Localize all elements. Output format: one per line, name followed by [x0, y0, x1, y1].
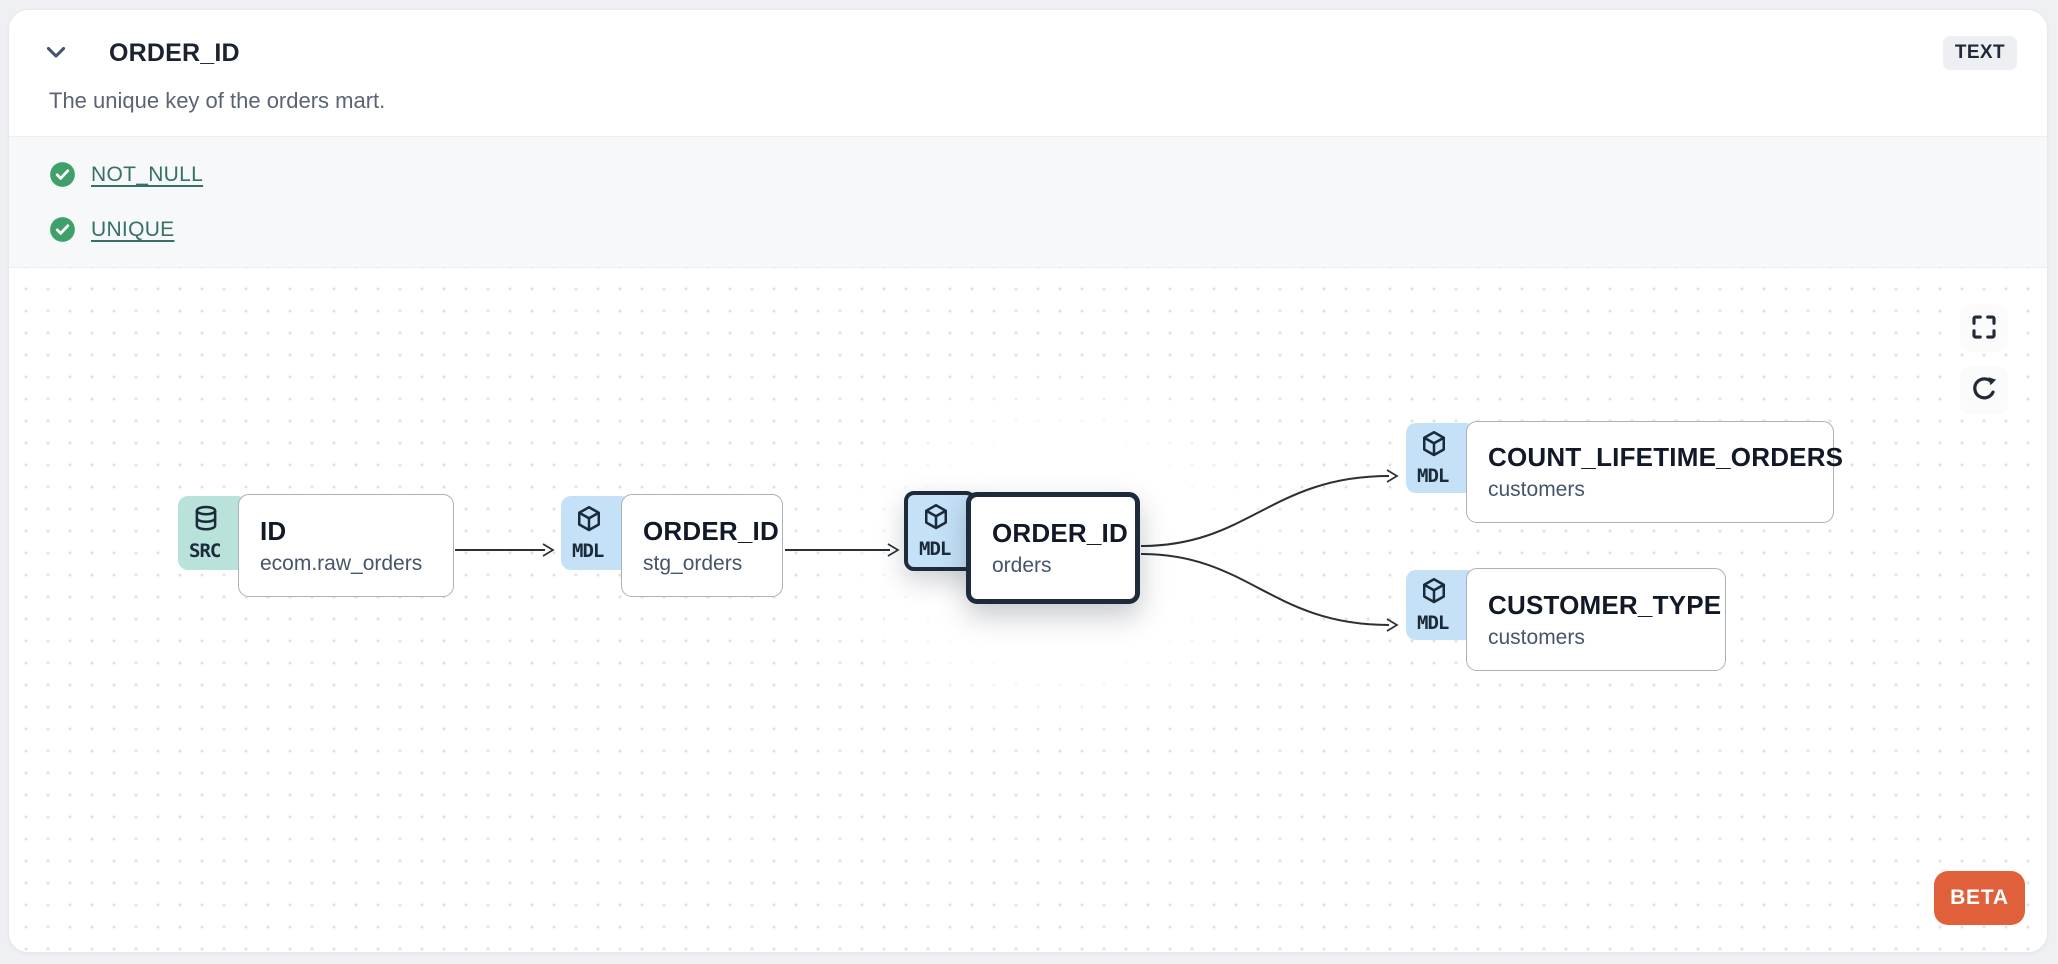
card-header: ORDER_ID TEXT: [9, 10, 2047, 76]
model-cube-icon: [1417, 576, 1449, 611]
tests-section: NOT_NULL UNIQUE: [9, 136, 2047, 268]
refresh-icon: [1969, 374, 1999, 407]
lineage-node-orderid-orders-selected[interactable]: MDL ORDER_ID orders: [904, 491, 1140, 604]
page-title: ORDER_ID: [109, 38, 240, 67]
node-title: ORDER_ID: [992, 518, 1128, 548]
node-card: ID ecom.raw_orders: [238, 494, 454, 597]
node-title: CUSTOMER_TYPE: [1488, 589, 1722, 620]
model-cube-icon: [919, 502, 951, 537]
node-subtitle: customers: [1488, 478, 1585, 501]
model-cube-icon: [1417, 429, 1449, 464]
lineage-node-id-raw-orders[interactable]: SRC ID ecom.raw_orders: [178, 494, 454, 597]
test-link-unique[interactable]: UNIQUE: [91, 217, 175, 241]
model-badge: MDL: [561, 496, 631, 570]
canvas-controls: [1960, 304, 2008, 414]
node-card: CUSTOMER_TYPE customers: [1466, 568, 1726, 671]
collapse-toggle-button[interactable]: [39, 36, 73, 70]
source-badge: SRC: [178, 496, 248, 570]
column-type-badge: TEXT: [1942, 36, 2017, 70]
test-row: NOT_NULL: [49, 161, 2007, 188]
column-details-card: ORDER_ID TEXT The unique key of the orde…: [8, 9, 2048, 953]
node-title: ID: [260, 515, 287, 546]
badge-label: MDL: [919, 538, 951, 560]
lineage-node-orderid-stg-orders[interactable]: MDL ORDER_ID stg_orders: [561, 494, 783, 597]
node-card: ORDER_ID stg_orders: [621, 494, 783, 597]
node-subtitle: ecom.raw_orders: [260, 551, 423, 575]
node-subtitle: stg_orders: [643, 551, 743, 575]
column-description: The unique key of the orders mart.: [49, 88, 386, 113]
badge-label: MDL: [1417, 465, 1449, 487]
refresh-button[interactable]: [1960, 366, 2008, 414]
model-cube-icon: [572, 504, 604, 539]
node-card: ORDER_ID orders: [966, 492, 1140, 604]
beta-button[interactable]: BETA: [1934, 871, 2025, 925]
fullscreen-icon: [1969, 312, 1999, 345]
lineage-node-count-lifetime-orders[interactable]: MDL COUNT_LIFETIME_ORDERS customers: [1406, 421, 1844, 523]
badge-label: MDL: [1417, 612, 1449, 634]
chevron-down-icon: [42, 38, 70, 69]
test-link-not-null[interactable]: NOT_NULL: [91, 162, 204, 186]
check-circle-icon: [49, 216, 76, 243]
node-title: COUNT_LIFETIME_ORDERS: [1488, 442, 1844, 472]
node-card: COUNT_LIFETIME_ORDERS customers: [1466, 421, 1844, 523]
badge-label: SRC: [189, 540, 221, 562]
lineage-edges: [455, 469, 1399, 632]
model-badge: MDL: [1406, 423, 1476, 493]
badge-label: MDL: [572, 540, 604, 562]
model-badge: MDL: [1406, 570, 1476, 640]
database-icon: [189, 504, 221, 539]
node-subtitle: customers: [1488, 625, 1585, 649]
node-subtitle: orders: [992, 554, 1052, 577]
fullscreen-button[interactable]: [1960, 304, 2008, 352]
node-title: ORDER_ID: [643, 515, 779, 546]
check-circle-icon: [49, 161, 76, 188]
test-row: UNIQUE: [49, 216, 2007, 243]
lineage-canvas[interactable]: SRC ID ecom.raw_orders MDL ORDER_ID stg: [9, 268, 2047, 952]
lineage-node-customer-type[interactable]: MDL CUSTOMER_TYPE customers: [1406, 568, 1726, 671]
